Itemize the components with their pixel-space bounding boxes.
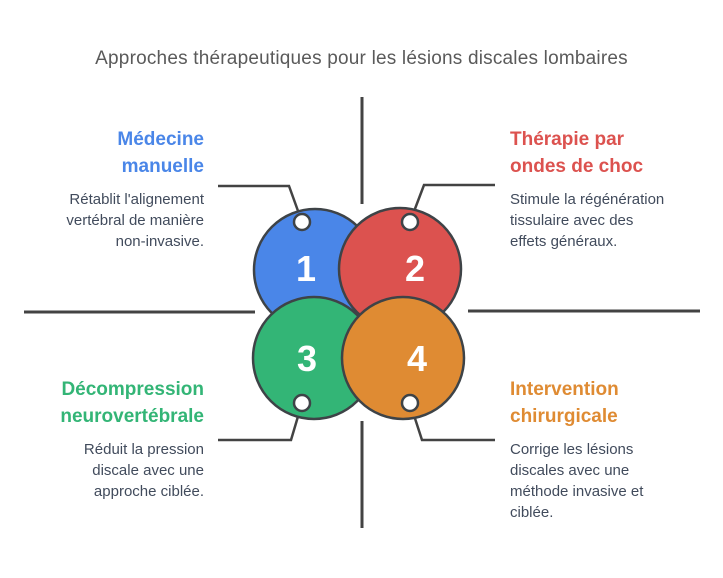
connector-step-1: [218, 184, 304, 223]
circle-step-4: [340, 295, 466, 421]
page-title: Approches thérapeutiques pour les lésion…: [95, 48, 628, 69]
step-3-heading: Décompression neurovertébrale: [60, 379, 204, 427]
step-2-heading: Thérapie par ondes de choc: [510, 129, 644, 177]
anchor-ring-step-4: [400, 393, 420, 413]
step-block-3: Décompression neurovertébrale Réduit la …: [24, 376, 204, 502]
step-2-description: Stimule la régénération tissulaire avec …: [510, 191, 665, 250]
step-number-4: 4: [407, 338, 427, 379]
step-3-description: Réduit la pression discale avec une appr…: [83, 441, 204, 500]
step-block-2: Thérapie par ondes de choc Stimule la ré…: [510, 126, 690, 252]
step-4-description: Corrige les lésions discales avec une mé…: [510, 441, 644, 521]
anchor-ring-step-3: [292, 393, 312, 413]
step-number-3: 3: [297, 338, 317, 379]
step-block-4: Intervention chirurgicale Corrige les lé…: [510, 376, 690, 523]
step-number-1: 1: [296, 248, 316, 289]
step-1-description: Rétablit l'alignement vertébral de maniè…: [66, 191, 204, 250]
step-block-1: Médecine manuelle Rétablit l'alignement …: [24, 126, 204, 252]
anchor-ring-step-1: [292, 212, 312, 232]
step-1-heading: Médecine manuelle: [117, 129, 204, 177]
step-number-2: 2: [405, 248, 425, 289]
step-4-heading: Intervention chirurgicale: [510, 379, 619, 427]
anchor-ring-step-2: [400, 212, 420, 232]
